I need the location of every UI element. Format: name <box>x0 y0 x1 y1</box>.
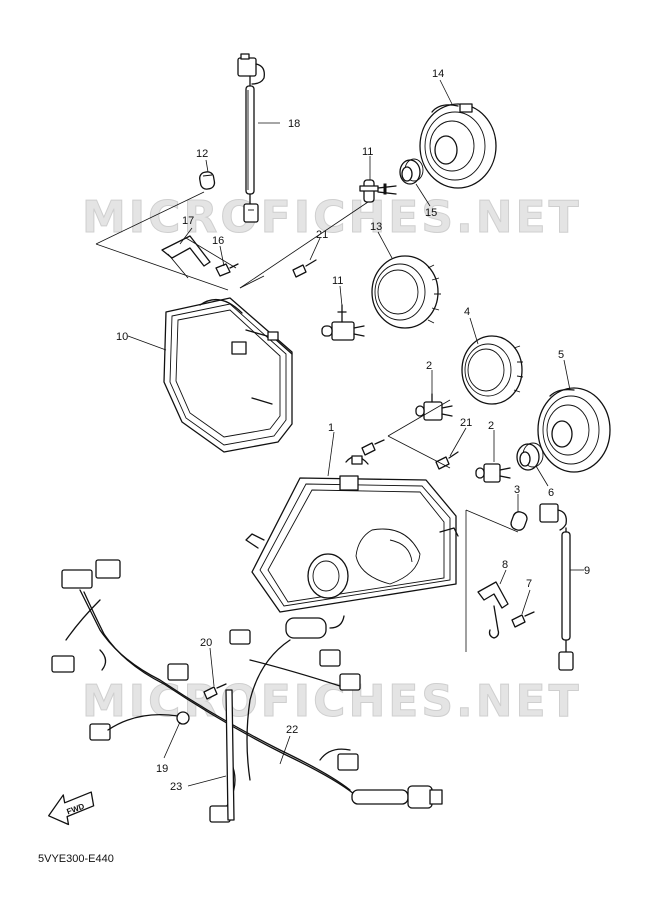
callout-13: 13 <box>370 221 382 233</box>
leader-lines <box>95 191 519 652</box>
callout-10: 10 <box>116 331 128 343</box>
callout-11-lower: 11 <box>332 275 343 287</box>
callout-3: 3 <box>514 484 520 496</box>
part-8-bracket <box>477 581 509 639</box>
part-6-ring <box>516 442 544 471</box>
part-1-headlight-unit <box>245 455 459 613</box>
part-5-cover <box>537 387 611 473</box>
part-10-headlight-housing <box>163 297 293 453</box>
callout-15: 15 <box>425 207 437 219</box>
part-7-screw <box>511 611 535 628</box>
part-22-wire-harness <box>51 559 443 823</box>
callout-21-lower: 21 <box>460 417 472 429</box>
callout-6: 6 <box>548 487 554 499</box>
fwd-arrow-icon: FWD <box>48 791 95 826</box>
callout-16: 16 <box>212 235 224 247</box>
callout-leaders <box>127 79 584 787</box>
callout-9: 9 <box>584 565 590 577</box>
callout-19: 19 <box>156 763 168 775</box>
part-4-cover <box>461 335 524 405</box>
part-23-cable-tie <box>225 689 235 821</box>
part-9-lead-wire <box>539 503 574 671</box>
part-20-bolt <box>203 683 227 700</box>
part-11-bulb-lower <box>321 304 365 341</box>
part-12-position-bulb <box>199 171 216 190</box>
callout-21-top: 21 <box>316 229 328 241</box>
callout-8: 8 <box>502 559 508 571</box>
part-18-lead-wire <box>237 53 265 223</box>
callout-22: 22 <box>286 724 298 736</box>
part-14-cover <box>419 103 497 189</box>
part-3-position-bulb <box>510 511 528 531</box>
part-2-bulb-lower <box>475 463 511 483</box>
callout-18: 18 <box>288 118 300 130</box>
callout-14: 14 <box>432 68 444 80</box>
diagram-code: 5VYE300-E440 <box>38 853 114 865</box>
watermark-top: MICROFICHES.NET <box>82 192 582 243</box>
part-16-bolt <box>215 263 239 277</box>
part-13-cover <box>371 255 441 329</box>
part-15-ring <box>399 158 424 185</box>
part-21-screw-top <box>292 259 317 278</box>
screw-near-part-1 <box>361 439 385 456</box>
callout-17: 17 <box>182 215 194 227</box>
callout-23: 23 <box>170 781 182 793</box>
callout-5: 5 <box>558 349 564 361</box>
callout-7: 7 <box>526 578 532 590</box>
part-17-bracket <box>161 235 211 279</box>
part-2-bulb-upper <box>415 393 453 421</box>
callout-2-lower: 2 <box>488 420 494 432</box>
callout-12: 12 <box>196 148 208 160</box>
callout-1: 1 <box>328 422 334 434</box>
callout-4: 4 <box>464 306 470 318</box>
callout-11-top: 11 <box>362 146 373 158</box>
part-21-screw-lower <box>435 451 459 470</box>
callout-2-upper: 2 <box>426 360 432 372</box>
callout-20: 20 <box>200 637 212 649</box>
part-11-bulb-top <box>359 179 397 203</box>
